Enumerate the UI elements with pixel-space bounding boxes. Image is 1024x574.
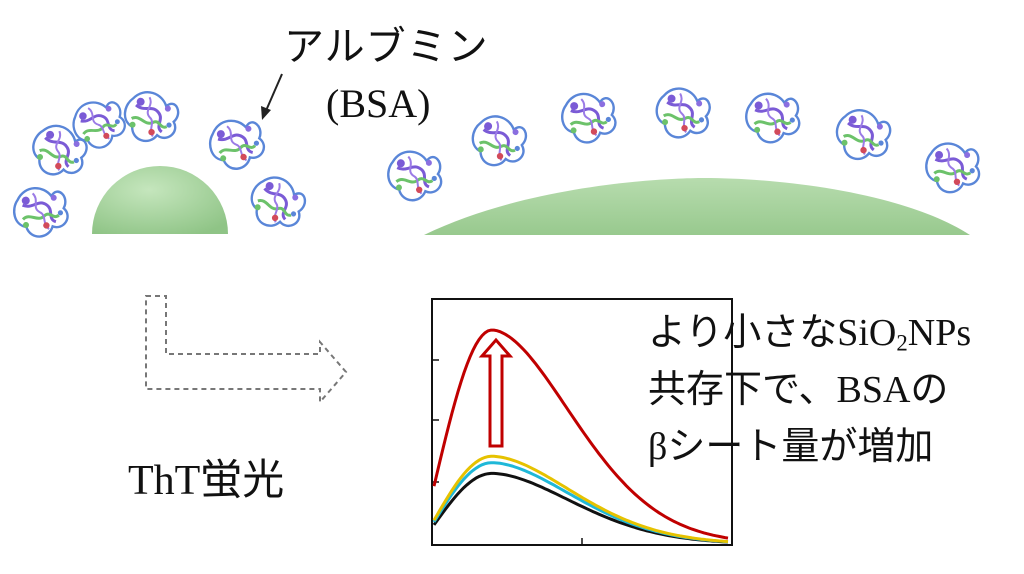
small-nanoparticle (92, 166, 228, 234)
tht-fluorescence-chart (431, 298, 733, 546)
protein-molecule (831, 105, 895, 166)
caption-line-1-pre: より小さなSiO (648, 312, 897, 354)
bsa-label: (BSA) (326, 81, 431, 126)
protein-molecule (557, 88, 620, 147)
large-nanoparticle (424, 178, 970, 235)
chart-series-line (432, 454, 729, 544)
albumin-label: アルブミン (284, 24, 489, 70)
chart-frame (431, 298, 733, 546)
tht-fluorescence-label: ThT蛍光 (128, 458, 285, 504)
caption-line-1-post: NPs (907, 312, 972, 354)
arrow-pointer-icon (261, 73, 283, 120)
protein-molecule (467, 112, 530, 171)
dashed-elbow-arrow-icon (145, 295, 348, 405)
caption-line-1: より小さなSiO2NPs (648, 305, 971, 362)
protein-molecule (923, 139, 983, 196)
protein-molecule (9, 181, 73, 242)
protein-molecule (652, 84, 713, 142)
protein-molecule (242, 169, 312, 237)
protein-molecule (25, 119, 93, 184)
caption-line-1-subscript: 2 (896, 330, 908, 356)
chart-series-line (432, 328, 729, 540)
caption-line-2: 共存下で、BSAの (648, 369, 949, 411)
result-caption: より小さなSiO2NPs 共存下で、BSAの βシート量が増加 (648, 305, 971, 476)
protein-molecule (203, 112, 270, 176)
hollow-up-arrow-icon (478, 337, 514, 448)
chart-series-group (432, 328, 729, 544)
protein-molecule (384, 147, 445, 204)
caption-line-3: βシート量が増加 (648, 426, 934, 468)
protein-molecule (742, 89, 803, 147)
protein-molecule (119, 87, 183, 148)
